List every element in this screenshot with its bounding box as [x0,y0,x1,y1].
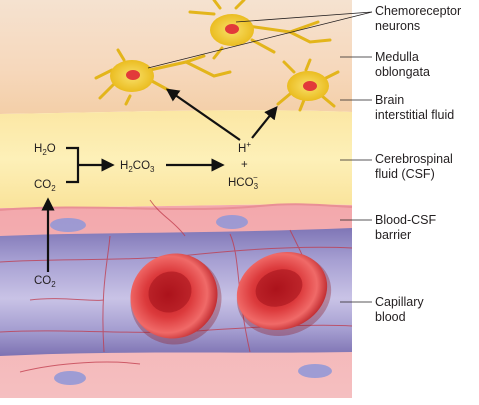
plus-sign: + [241,159,248,171]
svg-text:Blood-CSF: Blood-CSF [375,213,436,227]
red-blood-cell [236,251,332,337]
svg-text:Medulla: Medulla [375,50,419,64]
label-blood-csf-barrier: Blood-CSF barrier [375,213,436,242]
h-plus-label: H+ [238,140,251,155]
neuron-nucleus [225,24,239,34]
chemoreceptor-neuron [188,0,332,60]
co2-csf-label: CO2 [34,179,56,193]
chemoreceptor-neuron [94,48,232,106]
svg-text:Cerebrospinal: Cerebrospinal [375,152,453,166]
svg-text:blood: blood [375,310,406,324]
svg-text:interstitial fluid: interstitial fluid [375,108,454,122]
neuron-nucleus [126,70,140,80]
svg-text:oblongata: oblongata [375,65,430,79]
svg-text:neurons: neurons [375,19,420,33]
label-chemoreceptor-neurons: Chemoreceptor neurons [375,4,461,33]
endothelial-cells [50,215,332,385]
svg-text:Brain: Brain [375,93,404,107]
label-medulla-oblongata: Medulla oblongata [375,50,430,79]
neuron-nucleus [303,81,317,91]
red-blood-cell [130,253,222,345]
label-csf: Cerebrospinal fluid (CSF) [375,152,453,181]
h2o-label: H2O [34,143,56,157]
svg-text:fluid (CSF): fluid (CSF) [375,167,435,181]
h2co3-label: H2CO3 [120,160,155,174]
csf-layer [0,110,352,208]
svg-text:Chemoreceptor: Chemoreceptor [375,4,461,18]
label-capillary-blood: Capillary blood [375,295,424,324]
chemoreceptor-neuron [276,58,340,112]
hco3-label: HCO3− [228,173,259,191]
co2-blood-label: CO2 [34,275,56,289]
label-brain-interstitial-fluid: Brain interstitial fluid [375,93,454,122]
svg-text:barrier: barrier [375,228,411,242]
svg-text:Capillary: Capillary [375,295,424,309]
